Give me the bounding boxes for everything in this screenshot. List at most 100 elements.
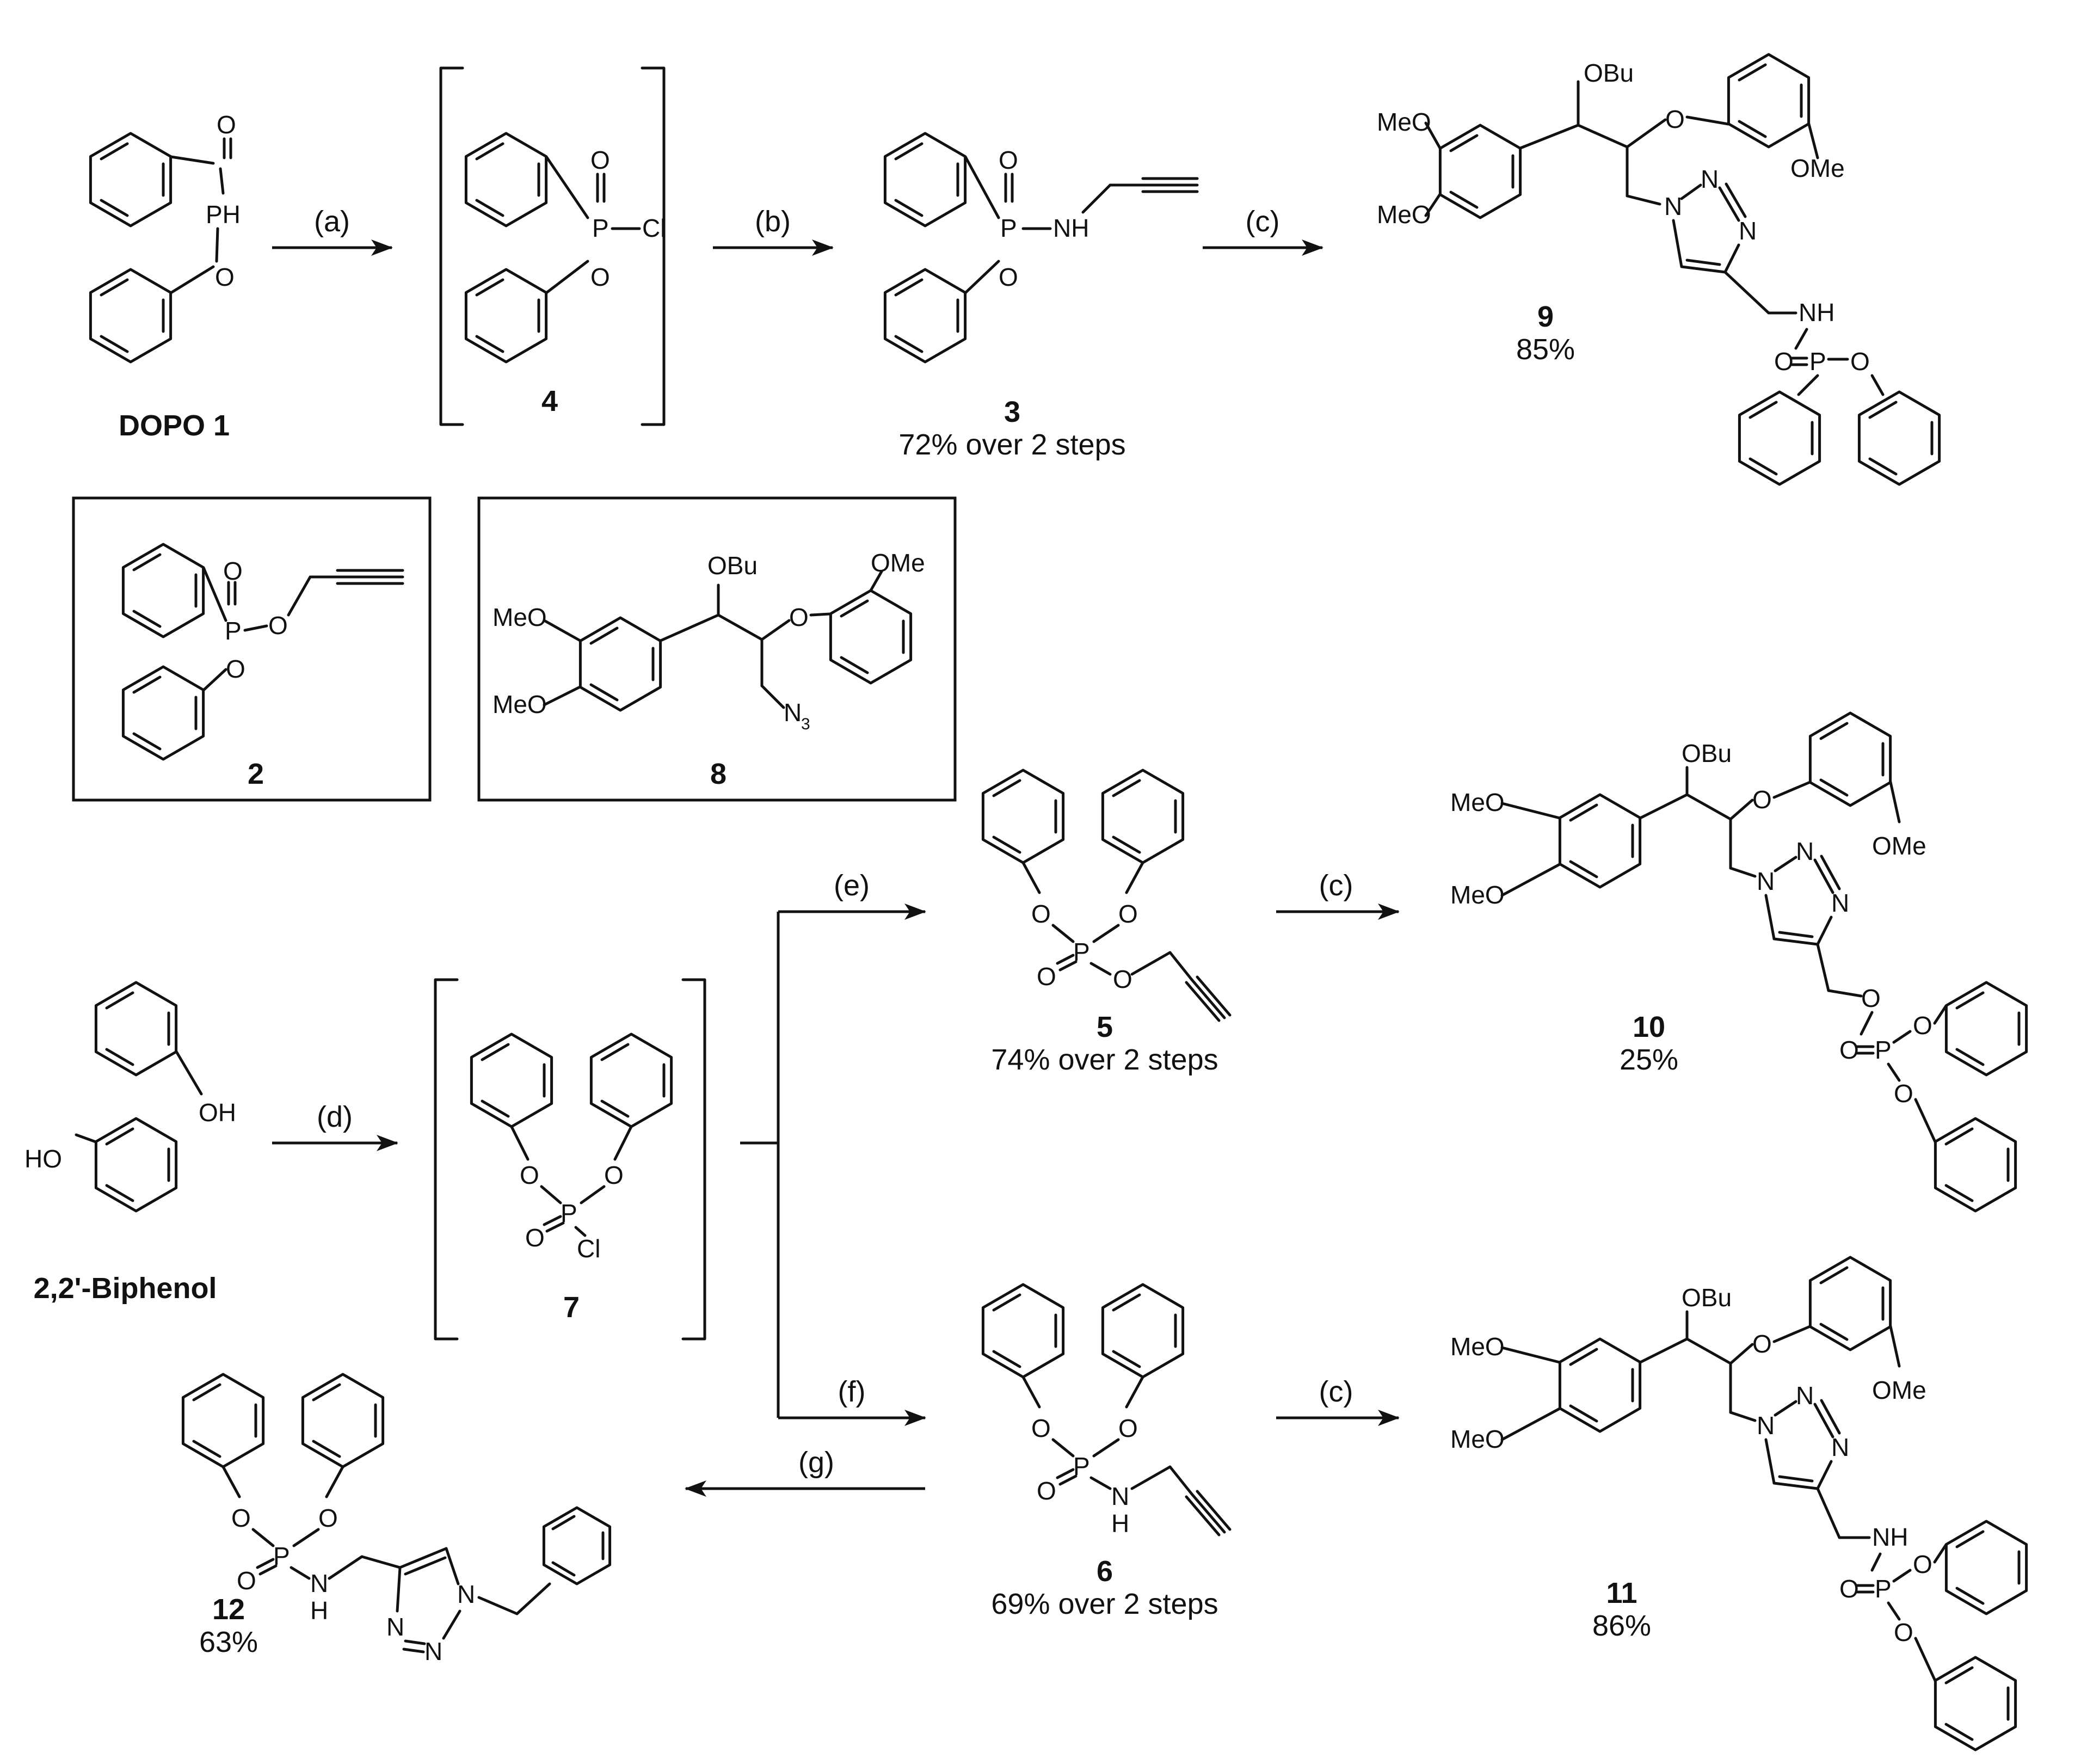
atom-o: O — [268, 611, 288, 640]
substituent-ome: OMe — [1790, 154, 1845, 182]
substituent-obu: OBu — [1682, 739, 1732, 767]
atom-o: O — [1752, 1330, 1772, 1358]
substituent-ome: OMe — [1872, 1376, 1926, 1404]
atom-o: O — [1913, 1550, 1932, 1578]
step-label-g: (g) — [798, 1446, 834, 1479]
compound-5: O O P O O 5 74% over 2 steps — [983, 770, 1232, 1076]
compound-label-5: 5 — [1097, 1011, 1113, 1043]
atom-o: O — [1037, 1477, 1056, 1505]
step-label-f: (f) — [838, 1375, 866, 1408]
substituent-obu: OBu — [707, 551, 758, 580]
atom-n: N — [310, 1569, 328, 1597]
atom-n: N — [1701, 165, 1719, 193]
atom-h: H — [310, 1596, 328, 1625]
compound-label-12: 12 — [212, 1593, 245, 1626]
step-label-b: (b) — [755, 205, 791, 238]
substituent-meo: MeO — [1450, 881, 1505, 909]
substituent-n3: N — [784, 698, 802, 727]
compound-label-11: 11 — [1606, 1577, 1637, 1609]
substituent-obu: OBu — [1584, 59, 1634, 87]
atom-o: O — [999, 263, 1018, 291]
compound-6: O O P O N H 6 69% over 2 steps — [983, 1284, 1232, 1620]
atom-o: O — [1850, 347, 1870, 376]
atom-o: O — [226, 655, 245, 683]
atom-p: P — [1875, 1575, 1892, 1603]
substituent-meo: MeO — [1450, 1332, 1505, 1361]
atom-o: O — [1037, 962, 1056, 991]
compound-11: MeO MeO OBu O OMe N N N NH O P O O 11 86… — [1450, 1257, 2027, 1750]
atom-n: N — [1664, 192, 1682, 220]
atom-o: O — [520, 1161, 539, 1189]
compound-biphenol: OH HO 2,2'-Biphenol — [24, 982, 236, 1305]
atom-o: O — [525, 1224, 545, 1252]
compound-label-6: 6 — [1097, 1555, 1113, 1588]
atom-o: O — [1118, 900, 1138, 928]
atom-o: O — [789, 603, 809, 631]
atom-nh: NH — [1799, 298, 1834, 327]
compound-8: MeO MeO OBu O OMe N 3 8 — [492, 549, 925, 790]
compound-7: O O P O Cl 7 — [434, 978, 706, 1341]
atom-n: N — [1111, 1482, 1129, 1510]
atom-o: O — [1031, 900, 1051, 928]
subscript-3: 3 — [801, 715, 810, 733]
atom-ho: HO — [24, 1145, 62, 1173]
atom-o: O — [1894, 1079, 1913, 1108]
atom-nh: NH — [1053, 214, 1089, 242]
atom-o: O — [1118, 1414, 1138, 1442]
step-label-e: (e) — [834, 869, 870, 902]
compound-4: O P Cl O 4 — [439, 66, 666, 426]
atom-n: N — [1831, 1433, 1849, 1461]
atom-n: N — [386, 1613, 404, 1641]
atom-oh: OH — [199, 1098, 236, 1127]
atom-n: N — [457, 1580, 475, 1608]
compound-3: O P NH O 3 72% over 2 steps — [885, 133, 1199, 461]
atom-o: O — [1913, 1011, 1932, 1040]
atom-o: O — [231, 1504, 251, 1532]
substituent-ome: OMe — [1872, 832, 1926, 860]
atom-nh: NH — [1872, 1523, 1908, 1551]
step-label-c: (c) — [1246, 205, 1280, 238]
atom-o: O — [1113, 965, 1132, 993]
atom-o: O — [318, 1504, 338, 1532]
substituent-meo: MeO — [1450, 788, 1505, 816]
atom-n: N — [1757, 867, 1775, 895]
atom-o: O — [223, 557, 243, 585]
yield-9: 85% — [1516, 333, 1575, 366]
step-label-d: (d) — [317, 1101, 353, 1133]
atom-n: N — [424, 1637, 442, 1665]
atom-o: O — [999, 146, 1018, 174]
compound-label-1: DOPO 1 — [119, 409, 230, 442]
compound-label-8: 8 — [710, 758, 727, 790]
compound-label-10: 10 — [1633, 1011, 1665, 1043]
atom-p: P — [225, 617, 242, 645]
atom-o: O — [590, 263, 610, 291]
atom-p: P — [592, 214, 609, 242]
atom-o: O — [1839, 1036, 1859, 1064]
yield-12: 63% — [199, 1626, 258, 1658]
atom-n: N — [1757, 1411, 1775, 1440]
substituent-meo: MeO — [1450, 1425, 1505, 1453]
atom-o: O — [1031, 1414, 1051, 1442]
atom-o: O — [237, 1566, 256, 1595]
substituent-meo: MeO — [492, 690, 547, 718]
box-compound-8 — [477, 496, 957, 802]
atom-o: O — [604, 1161, 624, 1189]
atom-n: N — [1796, 1381, 1814, 1410]
atom-ph: PH — [206, 200, 241, 229]
atom-n: N — [1739, 217, 1757, 245]
box-compound-2 — [72, 496, 432, 802]
compound-1-dopo: O PH O DOPO 1 — [90, 110, 241, 442]
atom-h: H — [1111, 1509, 1129, 1538]
atom-o: O — [1861, 984, 1881, 1012]
atom-p: P — [1809, 347, 1826, 376]
atom-p: P — [1000, 214, 1017, 242]
atom-o: O — [1665, 105, 1685, 133]
compound-label-9: 9 — [1537, 300, 1554, 333]
atom-o: O — [1839, 1575, 1859, 1603]
substituent-meo: MeO — [1377, 200, 1431, 229]
compound-label-7: 7 — [563, 1291, 580, 1324]
yield-11: 86% — [1592, 1609, 1651, 1642]
atom-o: O — [1894, 1618, 1913, 1646]
step-label-a: (a) — [314, 205, 350, 238]
